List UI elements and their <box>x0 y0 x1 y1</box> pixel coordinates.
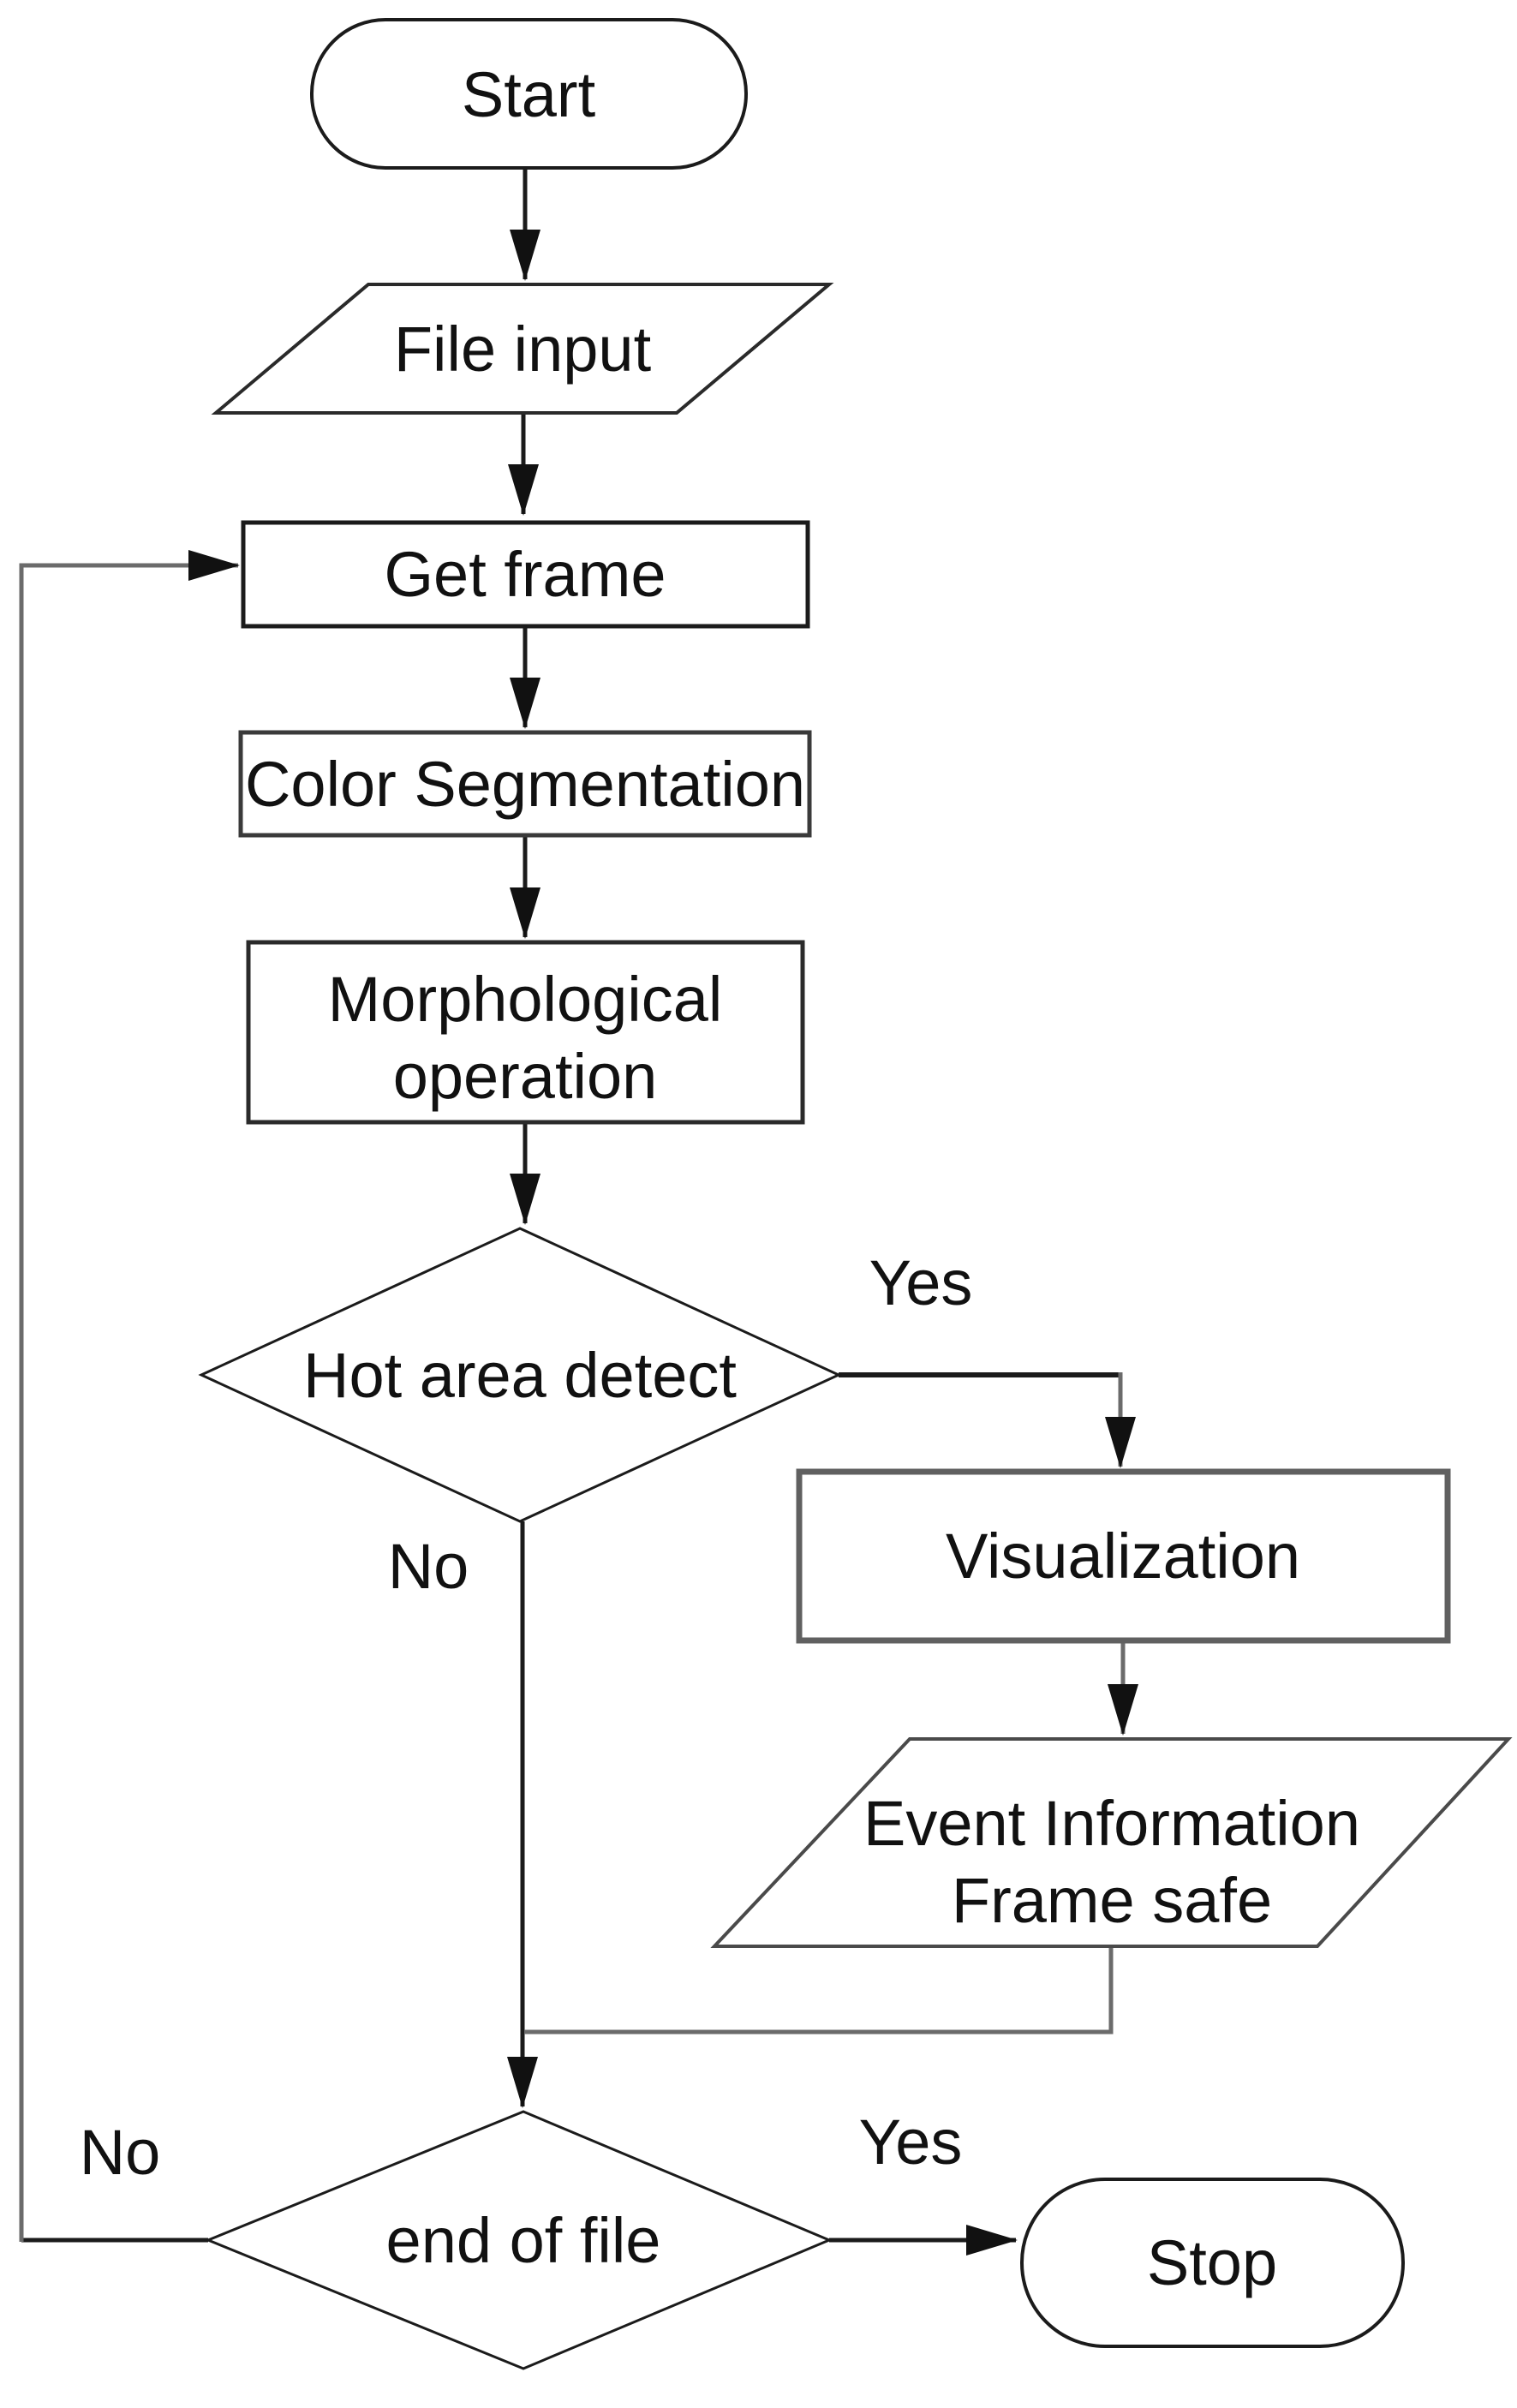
event-information-parallelogram-shape <box>710 1737 1513 1948</box>
node-event-information: Event Information Frame safe <box>710 1737 1513 1948</box>
start-terminator-shape <box>310 18 748 170</box>
start-label: Start <box>462 59 596 130</box>
edge-labels: Yes No No Yes <box>80 1247 973 2188</box>
get-frame-label: Get frame <box>385 539 666 610</box>
get-frame-process-shape <box>241 520 810 629</box>
hot-area-detect-no-label: No <box>388 1531 469 1602</box>
end-of-file-decision-shape <box>205 2110 833 2370</box>
morphological-operation-label-line1: Morphological <box>328 964 723 1035</box>
morphological-operation-label-line2: operation <box>393 1041 658 1112</box>
node-visualization: Visualization <box>796 1468 1451 1644</box>
hot-area-detect-yes-label: Yes <box>869 1247 973 1318</box>
stop-label: Stop <box>1147 2227 1277 2298</box>
hot-area-detect-label: Hot area detect <box>303 1340 737 1411</box>
event-information-label-line1: Event Information <box>863 1788 1360 1859</box>
visualization-process-shape <box>796 1468 1451 1644</box>
nodes: Start File input Get frame Color Segment… <box>198 18 1513 2370</box>
color-segmentation-label: Color Segmentation <box>245 749 805 820</box>
node-color-segmentation: Color Segmentation <box>238 730 812 838</box>
color-segmentation-process-shape <box>238 730 812 838</box>
morphological-operation-process-shape <box>246 940 805 1125</box>
end-of-file-label: end of file <box>386 2205 661 2276</box>
node-stop: Stop <box>1020 2178 1405 2348</box>
edges <box>19 168 1138 2256</box>
node-start: Start <box>310 18 748 170</box>
event-information-label-line2: Frame safe <box>952 1865 1272 1936</box>
file-input-label: File input <box>394 314 652 385</box>
node-get-frame: Get frame <box>241 520 810 629</box>
hot-area-detect-decision-shape <box>198 1227 842 1523</box>
edge-loop-back-to-get-frame <box>19 550 240 2242</box>
node-end-of-file: end of file <box>205 2110 833 2370</box>
visualization-label: Visualization <box>946 1521 1300 1592</box>
stop-terminator-shape <box>1020 2178 1405 2348</box>
edge-event-information-to-junction <box>524 1946 1114 2035</box>
node-hot-area-detect: Hot area detect <box>198 1227 842 1523</box>
file-input-parallelogram-shape <box>211 283 834 415</box>
node-file-input: File input <box>211 283 834 415</box>
end-of-file-yes-label: Yes <box>859 2106 963 2178</box>
node-morphological-operation: Morphological operation <box>246 940 805 1125</box>
end-of-file-no-label: No <box>80 2117 161 2188</box>
